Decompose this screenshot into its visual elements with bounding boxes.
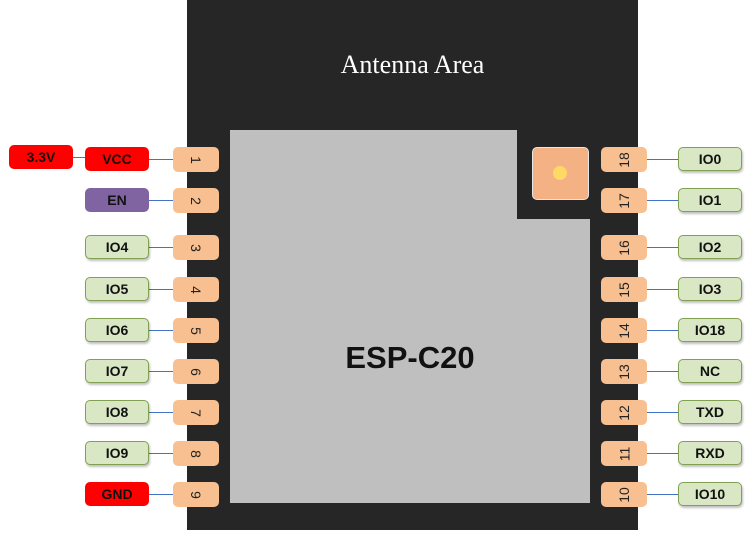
pin-number: 5 (187, 326, 204, 335)
pin-label-io18: IO18 (678, 318, 742, 342)
pin-number: 7 (187, 408, 204, 417)
pin-label-3v3: 3.3V (9, 145, 73, 169)
wire (149, 494, 173, 495)
wire (149, 289, 173, 290)
pin-label-gnd: GND (85, 482, 149, 506)
pin-pad-4: 4 (173, 277, 219, 302)
wire (149, 412, 173, 413)
pin-pad-3: 3 (173, 235, 219, 260)
pin-pad-13: 13 (601, 359, 647, 384)
pin-number: 16 (615, 239, 632, 256)
wire (149, 200, 173, 201)
pin-pad-10: 10 (601, 482, 647, 507)
wire (149, 371, 173, 372)
pin-number: 15 (615, 281, 632, 298)
pin-number: 4 (187, 285, 204, 294)
pin-number: 14 (615, 322, 632, 339)
pin-number: 8 (187, 449, 204, 458)
pin-pad-16: 16 (601, 235, 647, 260)
module-name: ESP-C20 (345, 340, 475, 375)
pin-pad-14: 14 (601, 318, 647, 343)
wire (149, 330, 173, 331)
pin-pad-12: 12 (601, 400, 647, 425)
pin-number: 18 (615, 151, 632, 168)
wire (647, 330, 678, 331)
wire (647, 412, 678, 413)
pin-pad-5: 5 (173, 318, 219, 343)
pin-label-rxd: RXD (678, 441, 742, 465)
pin-label-en: EN (85, 188, 149, 212)
pin-pad-15: 15 (601, 277, 647, 302)
pin-label-io6: IO6 (85, 318, 149, 342)
wire (647, 247, 678, 248)
pin-number: 9 (187, 490, 204, 499)
pin-label-io9: IO9 (85, 441, 149, 465)
pin-label-vcc: VCC (85, 147, 149, 171)
wire (149, 453, 173, 454)
pin-label-io7: IO7 (85, 359, 149, 383)
pin-pad-8: 8 (173, 441, 219, 466)
pin-number: 3 (187, 243, 204, 252)
pin-pad-7: 7 (173, 400, 219, 425)
pin-number: 2 (187, 196, 204, 205)
pin-label-nc: NC (678, 359, 742, 383)
pin-label-io1: IO1 (678, 188, 742, 212)
wire (73, 157, 85, 158)
pin-label-io4: IO4 (85, 235, 149, 259)
pin-number: 13 (615, 363, 632, 380)
pin-pad-6: 6 (173, 359, 219, 384)
wire (647, 371, 678, 372)
pin-number: 11 (615, 446, 632, 461)
pin-pad-2: 2 (173, 188, 219, 213)
wire (647, 159, 678, 160)
pin-number: 12 (615, 404, 632, 421)
pin-pad-17: 17 (601, 188, 647, 213)
pin-number: 10 (615, 486, 632, 503)
wire (647, 200, 678, 201)
wire (647, 494, 678, 495)
pin-label-txd: TXD (678, 400, 742, 424)
wire (149, 159, 173, 160)
pin-pad-1: 1 (173, 147, 219, 172)
pin-label-io3: IO3 (678, 277, 742, 301)
pin-label-io8: IO8 (85, 400, 149, 424)
pin-label-io5: IO5 (85, 277, 149, 301)
pin-number: 1 (187, 155, 204, 164)
wire (149, 247, 173, 248)
pin-pad-9: 9 (173, 482, 219, 507)
antenna-pad (532, 147, 589, 200)
pin-number: 6 (187, 367, 204, 376)
wire (647, 453, 678, 454)
pin-label-io10: IO10 (678, 482, 742, 506)
antenna-area-label: Antenna Area (340, 50, 485, 79)
pin-pad-18: 18 (601, 147, 647, 172)
pin-pad-11: 11 (601, 441, 647, 466)
antenna-dot-icon (553, 166, 567, 180)
pin-label-io0: IO0 (678, 147, 742, 171)
pin-number: 17 (615, 192, 632, 209)
pin-label-io2: IO2 (678, 235, 742, 259)
wire (647, 289, 678, 290)
